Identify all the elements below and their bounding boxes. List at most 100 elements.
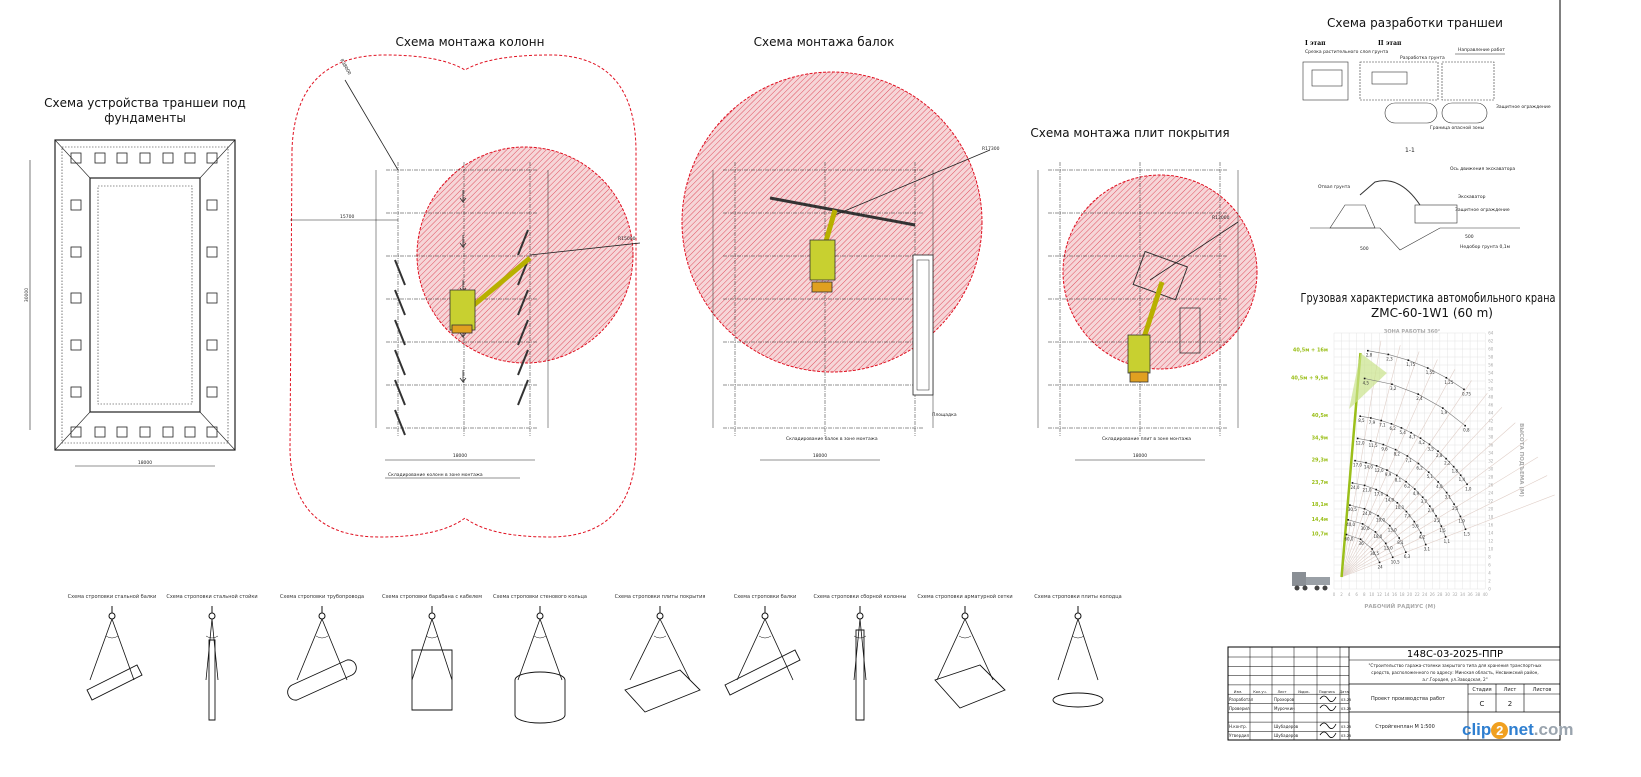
load-value: 60,0 — [1344, 537, 1353, 542]
load-value: 2,8 — [1436, 453, 1443, 458]
sling-scheme: Схема строповки балки — [724, 594, 801, 696]
signer-name: Мурочкин — [1274, 706, 1295, 711]
stage1-note: Срезка растительного слоя грунта — [1305, 49, 1389, 55]
title-block-header: Изм. — [1234, 690, 1242, 694]
y-tick-label: 2 — [1488, 579, 1491, 584]
chart-ylabel: ВЫСОТА ПОДЪЕМА (М) — [1518, 423, 1524, 497]
x-tick-label: 14 — [1384, 592, 1390, 597]
sling-caption: Схема строповки барабана с кабелем — [382, 594, 482, 600]
lifted-element — [1052, 692, 1104, 708]
x-tick-label: 30 — [1445, 592, 1451, 597]
load-value: 2,2 — [1434, 518, 1441, 523]
sling-scheme: Схема строповки стальной балки — [68, 593, 156, 701]
angle-ray — [1341, 407, 1503, 578]
load-point — [1445, 376, 1448, 379]
angle-ray — [1341, 369, 1456, 578]
title-block-text: 148С-03-2025-ППР "Строительство гаража-с… — [1229, 649, 1551, 738]
sling-scheme: Схема строповки сборной колонны — [813, 593, 907, 721]
load-point — [1375, 465, 1378, 467]
load-point — [1356, 437, 1359, 440]
load-value: 0,75 — [1462, 391, 1471, 396]
sling-scheme: Схема строповки стенового кольца — [493, 594, 587, 724]
y-tick-label: 0 — [1488, 587, 1491, 592]
beams-scheme: Схема монтажа балок R17300 Площадка 1800… — [681, 35, 1000, 461]
watermark-net: net — [1508, 720, 1534, 739]
spoil-label: Отвал грунта — [1318, 184, 1350, 190]
load-point — [1421, 496, 1424, 499]
signer-name: Шубадеров — [1274, 733, 1299, 738]
y-tick-label: 42 — [1488, 419, 1494, 424]
load-curve — [1349, 504, 1407, 553]
load-value: 4,0 — [1436, 484, 1443, 489]
trench-dev-title: Схема разработки траншеи — [1327, 16, 1503, 30]
load-point — [1437, 450, 1439, 453]
beams-platform — [912, 254, 934, 396]
footing — [70, 199, 82, 211]
title-block — [1227, 646, 1561, 741]
load-value: 1,5 — [1464, 531, 1471, 536]
lifted-element — [208, 639, 216, 721]
crane-chart-title-1: Грузовая характеристика автомобильного к… — [1301, 291, 1556, 305]
y-tick-label: 14 — [1488, 531, 1494, 536]
load-value: 2,4 — [1416, 396, 1423, 401]
stage2-label: II этап — [1378, 40, 1402, 47]
load-point — [1378, 561, 1381, 564]
load-value: 1,9 — [1441, 410, 1448, 415]
load-value: 12,0 — [1375, 468, 1384, 473]
load-point — [1351, 482, 1354, 484]
sheet-header: Лист — [1504, 687, 1517, 693]
load-point — [1406, 455, 1409, 457]
load-point — [1387, 353, 1390, 356]
slabs-radius: R13000 — [1212, 215, 1230, 221]
load-value: 4,9 — [1413, 491, 1420, 496]
footing — [70, 426, 82, 438]
load-curve — [1360, 415, 1468, 485]
load-value: 7,4 — [1404, 514, 1411, 519]
stage-value: С — [1480, 700, 1485, 708]
lifted-element — [86, 664, 143, 701]
signature — [1319, 695, 1337, 702]
footing — [206, 426, 218, 438]
footing — [139, 426, 151, 438]
load-value: 17,0 — [1374, 492, 1383, 497]
load-value: 1,0 — [1465, 486, 1472, 491]
sign-date: 03.25 — [1341, 734, 1351, 738]
load-value: 2,2 — [1444, 461, 1451, 466]
load-curve — [1357, 438, 1466, 530]
load-point — [1398, 537, 1400, 539]
boom-length-label: 40,5м + 9,5м — [1291, 375, 1328, 381]
load-point — [1354, 459, 1356, 462]
y-tick-label: 34 — [1488, 451, 1494, 456]
load-point — [1459, 474, 1462, 477]
beams-radius: R17300 — [982, 146, 1000, 152]
y-tick-label: 20 — [1488, 507, 1494, 512]
lifted-element — [624, 669, 701, 713]
load-point — [1419, 531, 1422, 534]
y-tick-label: 8 — [1488, 555, 1491, 560]
lifted-element — [934, 664, 1006, 709]
footing — [70, 386, 82, 398]
truck-crane-icon — [1292, 572, 1330, 591]
sling-caption: Схема строповки сборной колонны — [813, 593, 906, 600]
load-value: 2,9 — [1428, 508, 1435, 513]
load-value: 30,0 — [1361, 526, 1370, 531]
load-point — [1429, 505, 1431, 507]
lifted-element — [514, 671, 566, 724]
y-tick-label: 16 — [1488, 523, 1494, 528]
load-point — [1363, 377, 1366, 380]
load-value: 2,3 — [1386, 356, 1393, 361]
sheet-title: Стройгенплан М 1:500 — [1375, 723, 1435, 730]
boom-length-label: 40,5м — [1312, 413, 1328, 419]
load-point — [1453, 503, 1455, 505]
load-curve — [1364, 378, 1466, 426]
load-point — [1386, 494, 1388, 497]
y-tick-label: 46 — [1488, 403, 1494, 408]
hook-icon — [428, 612, 436, 620]
sling-caption: Схема строповки балки — [734, 594, 797, 600]
slabs-crane-zone — [1062, 174, 1258, 370]
trench-development-scheme: Схема разработки траншеи I этап Срезка р… — [1302, 16, 1551, 252]
x-tick-label: 28 — [1437, 592, 1443, 597]
load-value: 5,4 — [1399, 430, 1406, 435]
load-point — [1410, 431, 1412, 434]
footing — [206, 386, 218, 398]
